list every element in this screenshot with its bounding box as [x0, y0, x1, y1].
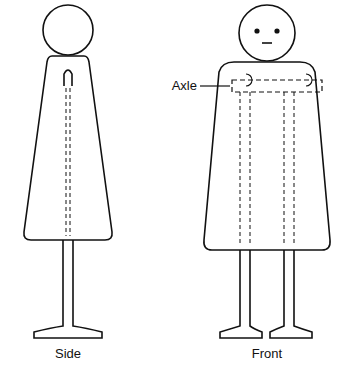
part-label: Axle [172, 79, 197, 92]
view-label: Side [55, 347, 81, 360]
view-label: Front [252, 347, 282, 360]
